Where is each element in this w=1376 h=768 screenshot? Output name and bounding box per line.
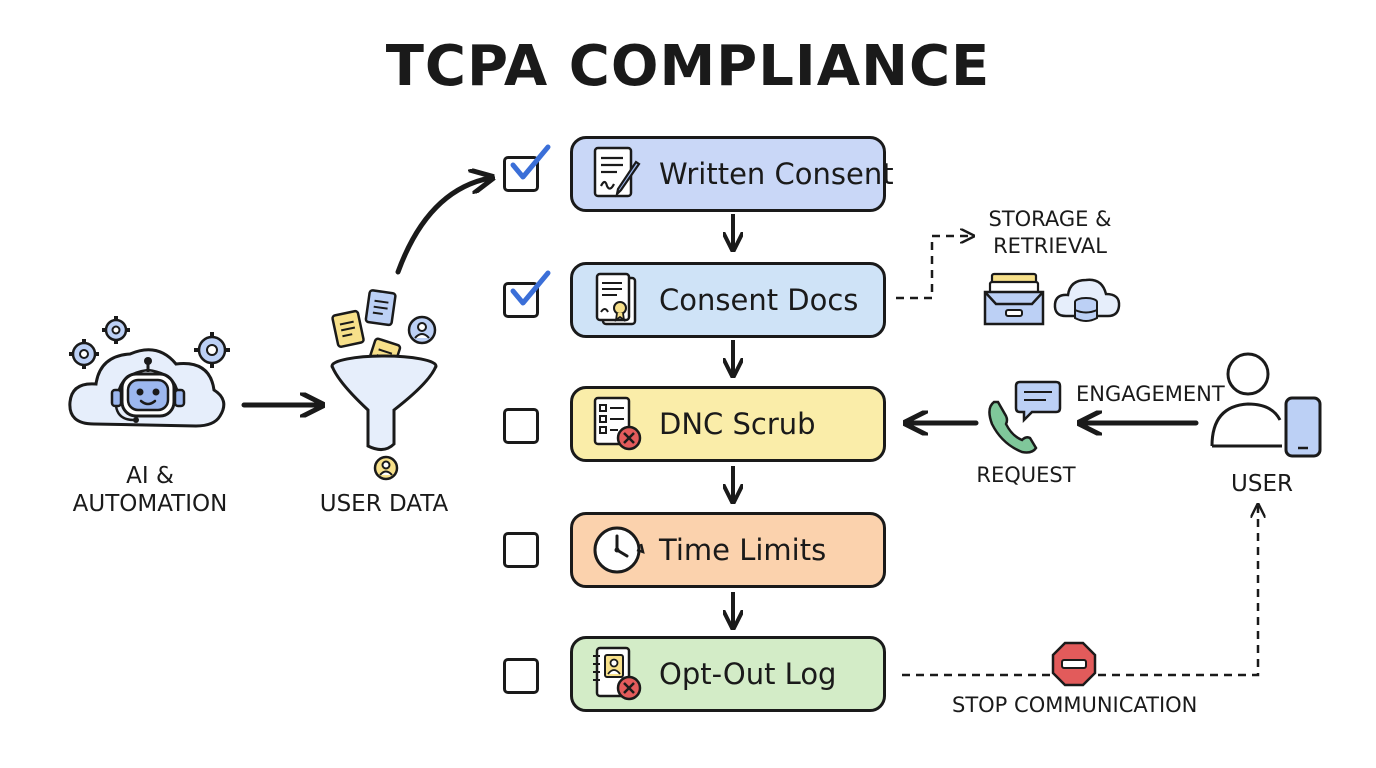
step-dnc-scrub[interactable]: DNC Scrub [570, 386, 886, 462]
cloud-database-icon [1053, 278, 1121, 322]
dashed-arrow-optout-to-user [902, 506, 1258, 677]
stop-communication-label: STOP COMMUNICATION [952, 693, 1198, 717]
step-label: DNC Scrub [659, 407, 816, 441]
checkbox-written-consent[interactable] [503, 144, 551, 192]
step-opt-out-log[interactable]: Opt-Out Log [570, 636, 886, 712]
document-icon [331, 309, 365, 348]
page-title: TCPA COMPLIANCE [385, 34, 991, 99]
dashed-arrow-to-storage [896, 236, 972, 300]
certified-documents-icon [595, 272, 637, 326]
gear-icon [102, 316, 130, 344]
arrow-data-to-consent [395, 178, 490, 275]
storage-retrieval-label: STORAGE & RETRIEVAL [988, 207, 1112, 258]
user-circle-icon [407, 315, 437, 345]
step-label: Opt-Out Log [659, 657, 837, 691]
step-time-limits[interactable]: Time Limits [570, 512, 886, 588]
gear-icon [194, 332, 230, 368]
step-written-consent[interactable]: Written Consent [570, 136, 894, 212]
step-consent-docs[interactable]: Consent Docs [570, 262, 886, 338]
step-label: Written Consent [659, 157, 894, 191]
stop-sign-icon [1051, 641, 1097, 687]
engagement-label: ENGAGEMENT [1076, 382, 1225, 406]
checklist-reject-icon [593, 396, 642, 451]
user-circle-icon [373, 455, 399, 481]
checkbox-consent-docs[interactable] [503, 270, 551, 318]
contact-book-reject-icon [593, 646, 642, 701]
checkmark-icon [510, 270, 551, 306]
clock-icon [593, 526, 645, 574]
step-label: Time Limits [659, 533, 827, 567]
ai-robot-icon [68, 316, 230, 428]
document-icon [364, 289, 397, 327]
gear-icon [69, 339, 99, 369]
request-label: REQUEST [976, 463, 1076, 487]
file-drawer-icon [983, 272, 1045, 326]
user-data-funnel-icon [330, 289, 438, 481]
step-label: Consent Docs [659, 283, 859, 317]
checkmark-icon [510, 144, 551, 180]
ai-automation-label: AI & AUTOMATION [72, 463, 228, 517]
user-phone-icon [1210, 352, 1322, 458]
user-label: USER [1231, 471, 1293, 497]
checkbox-dnc-scrub[interactable] [503, 408, 539, 444]
checkbox-opt-out-log[interactable] [503, 658, 539, 694]
user-data-label: USER DATA [319, 491, 449, 517]
checkbox-time-limits[interactable] [503, 532, 539, 568]
phone-chat-icon [988, 380, 1062, 454]
signed-document-icon [593, 146, 641, 198]
